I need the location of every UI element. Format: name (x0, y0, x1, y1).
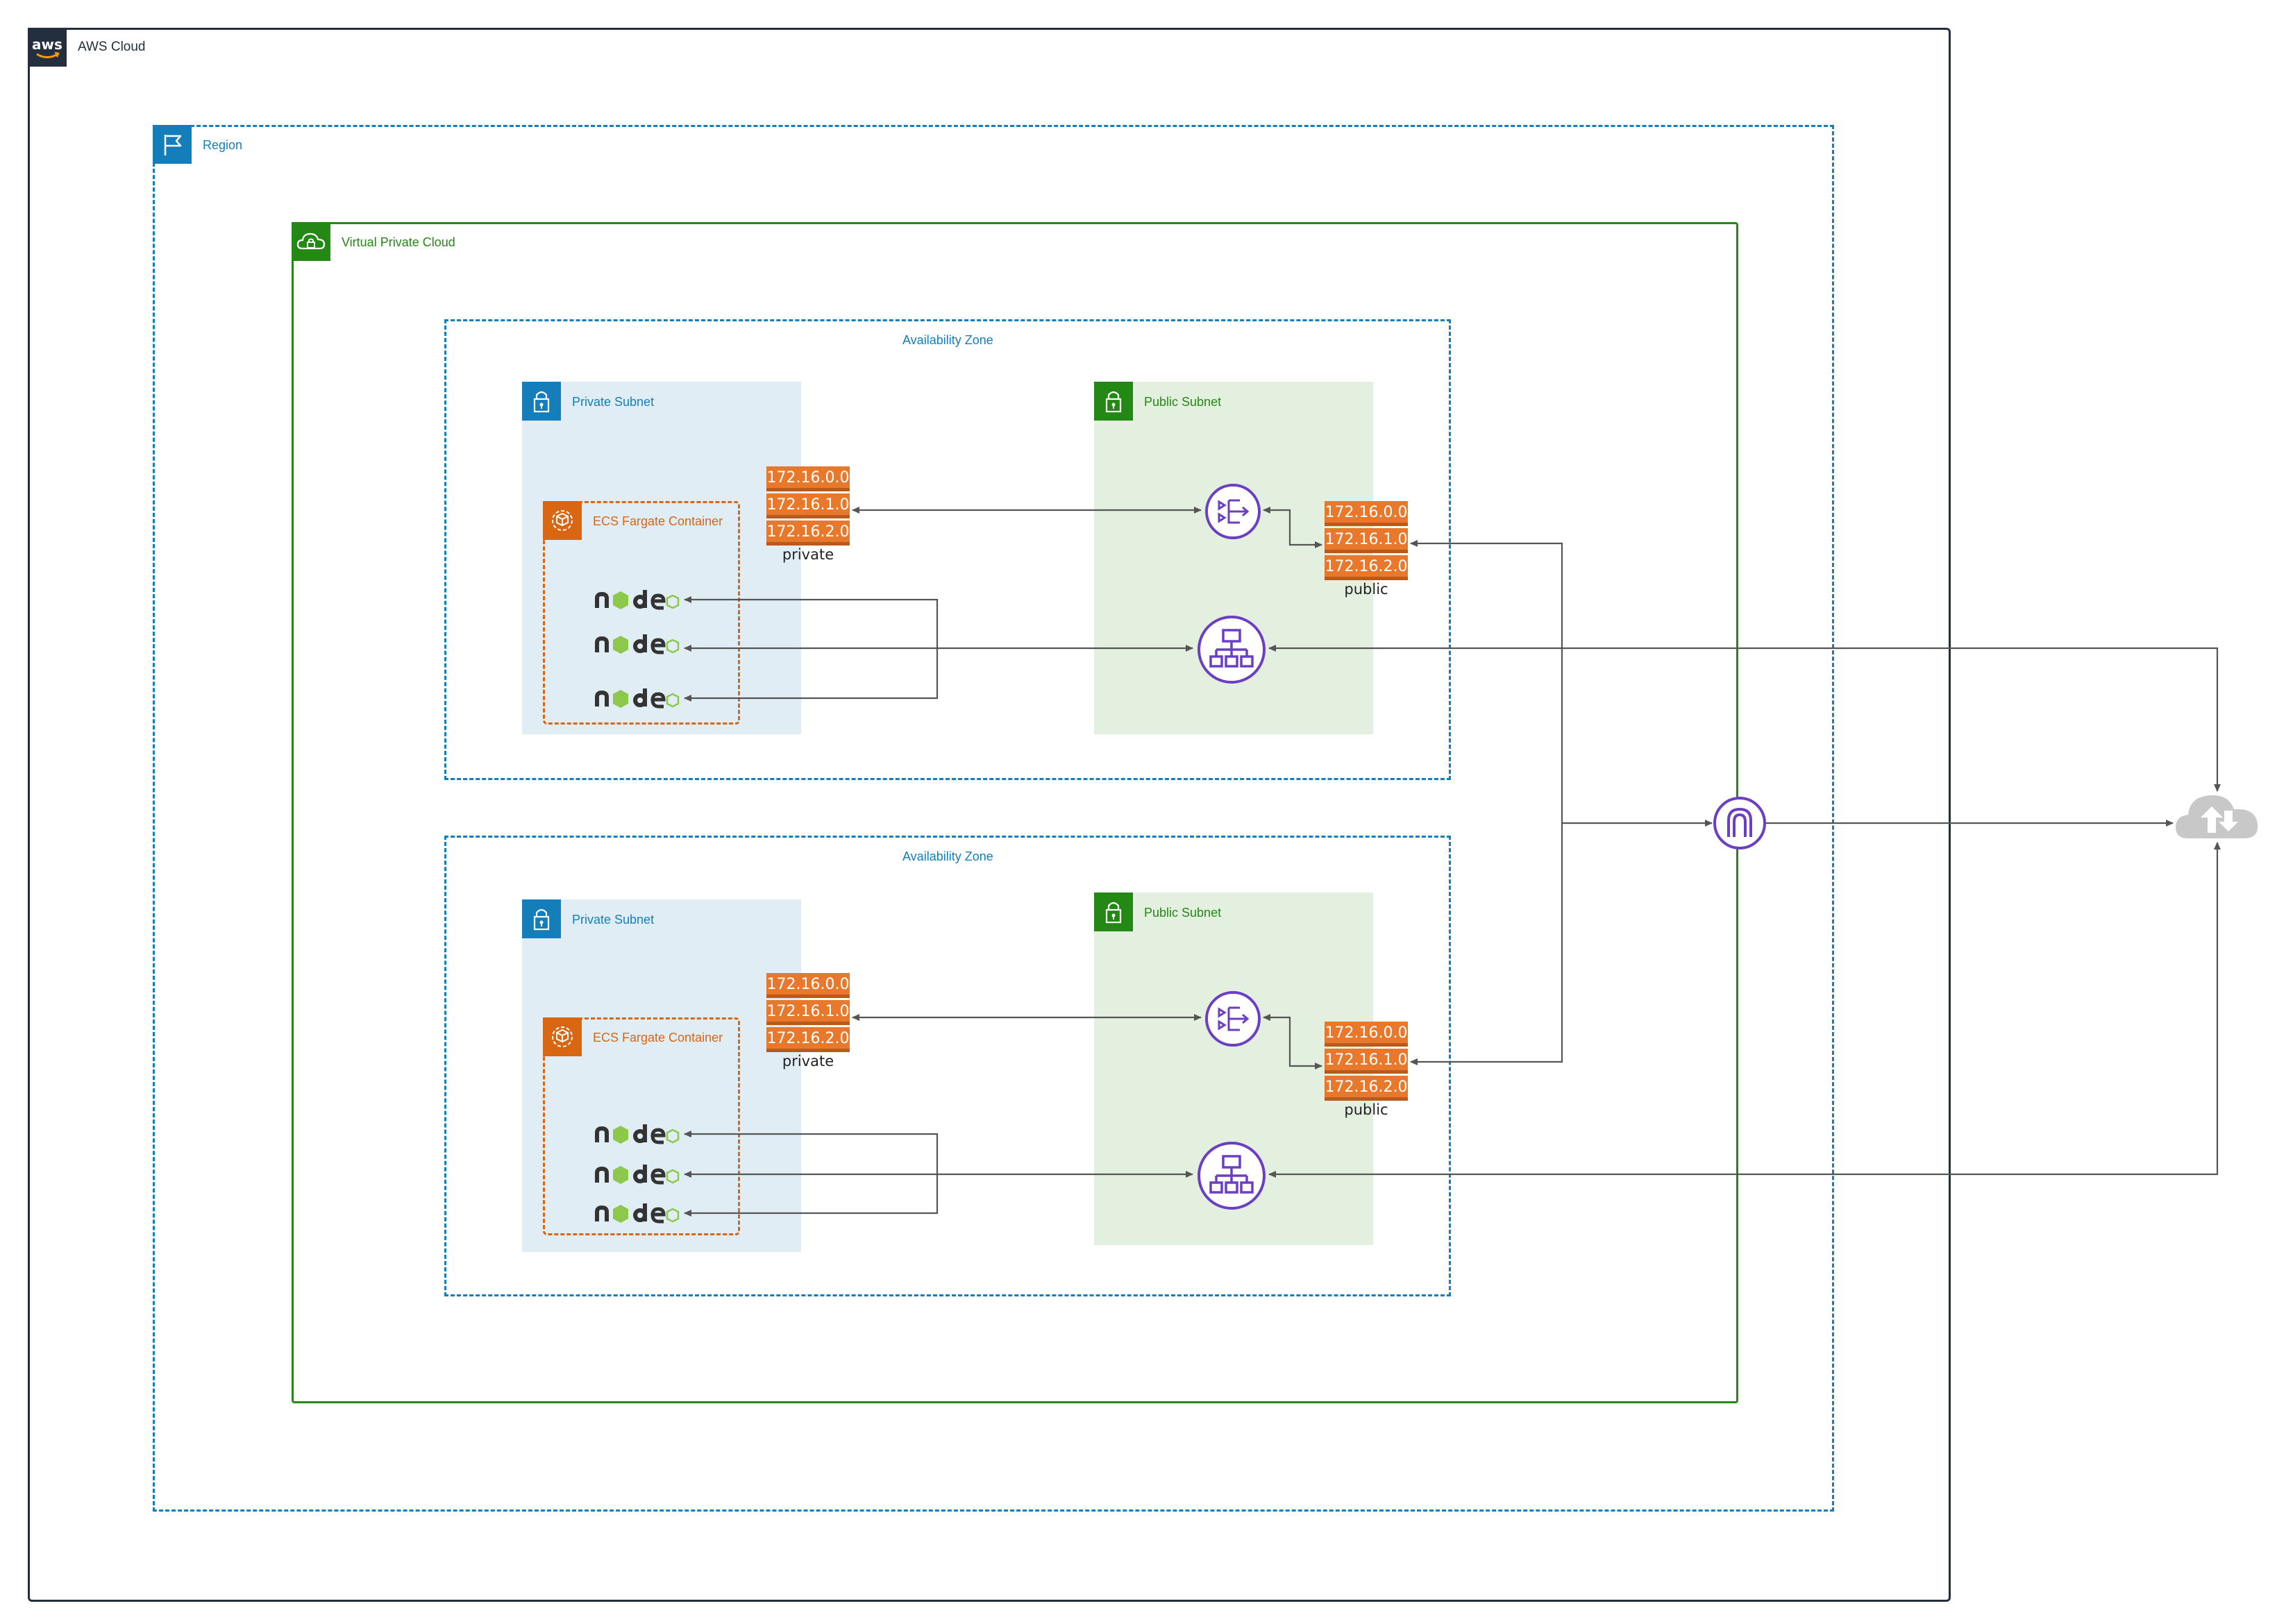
route-table-entry: 172.16.1.0 (1325, 528, 1408, 553)
load-balancer-icon (1198, 616, 1266, 684)
public-subnet-1-label: Public Subnet (1144, 395, 1222, 409)
lock-icon (1094, 382, 1133, 421)
cloud-lock-icon (292, 222, 330, 261)
connector-alb-cloud-1 (1268, 645, 2221, 792)
nat-gateway-icon (1205, 991, 1261, 1047)
lock-icon (522, 382, 561, 421)
lock-icon (1094, 893, 1133, 931)
route-table-caption: private (782, 1053, 834, 1069)
nodejs-logo (595, 590, 680, 610)
aws-cloud-label: AWS Cloud (78, 40, 146, 54)
load-balancer-icon (1198, 1142, 1266, 1210)
ecs-fargate-container-1 (543, 501, 740, 725)
route-table-entry: 172.16.2.0 (766, 521, 850, 545)
public-subnet-2-label: Public Subnet (1144, 906, 1222, 920)
private-subnet-1 (522, 382, 801, 734)
route-table-entry: 172.16.1.0 (766, 493, 850, 518)
connector-nat-public-rt-2 (1263, 1014, 1322, 1069)
internet-cloud-icon (2176, 795, 2258, 838)
aws-logo: aws (28, 28, 67, 67)
fargate-icon (543, 1017, 582, 1056)
private-route-table-2: 172.16.0.0 172.16.1.0 172.16.2.0 private (766, 973, 850, 1069)
nodejs-logo (595, 1165, 680, 1185)
lock-icon (522, 899, 561, 938)
ecs-fargate-1-label: ECS Fargate Container (593, 514, 723, 528)
ecs-fargate-2-label: ECS Fargate Container (593, 1031, 723, 1044)
region-group (153, 125, 1834, 1512)
svg-text:aws: aws (32, 36, 62, 53)
private-route-table-1: 172.16.0.0 172.16.1.0 172.16.2.0 private (766, 466, 850, 563)
route-table-entry: 172.16.2.0 (1325, 555, 1408, 580)
nodejs-logo (595, 1203, 680, 1224)
nodejs-logo (595, 688, 680, 709)
nodejs-logo (595, 1124, 680, 1144)
nat-gateway-icon (1205, 484, 1261, 539)
route-table-entry: 172.16.1.0 (766, 1000, 850, 1025)
aws-cloud-group (28, 28, 1951, 1602)
private-subnet-2-label: Private Subnet (572, 913, 655, 927)
route-table-entry: 172.16.2.0 (766, 1027, 850, 1052)
route-table-entry: 172.16.0.0 (1325, 501, 1408, 526)
private-subnet-2 (522, 899, 801, 1252)
fargate-icon (543, 501, 582, 540)
vpc-label: Virtual Private Cloud (342, 235, 455, 249)
route-table-caption: public (1344, 581, 1388, 598)
az2-label: Availability Zone (902, 849, 993, 863)
connector-alb-cloud-2 (1268, 842, 2221, 1178)
availability-zone-1 (444, 319, 1451, 780)
connector-public-rt-bus-1 (1410, 540, 1563, 1065)
ecs-fargate-container-2 (543, 1017, 740, 1235)
nodejs-logo (595, 634, 680, 654)
flag-icon (153, 125, 192, 164)
az1-label: Availability Zone (902, 333, 993, 347)
private-subnet-1-label: Private Subnet (572, 395, 655, 409)
public-route-table-1: 172.16.0.0 172.16.1.0 172.16.2.0 public (1325, 501, 1408, 598)
route-table-caption: private (782, 546, 834, 563)
route-table-entry: 172.16.0.0 (766, 466, 850, 491)
connector-nat-public-rt-1 (1263, 507, 1322, 548)
internet-gateway-icon (1713, 797, 1766, 849)
route-table-entry: 172.16.0.0 (766, 973, 850, 998)
region-label: Region (203, 138, 243, 152)
